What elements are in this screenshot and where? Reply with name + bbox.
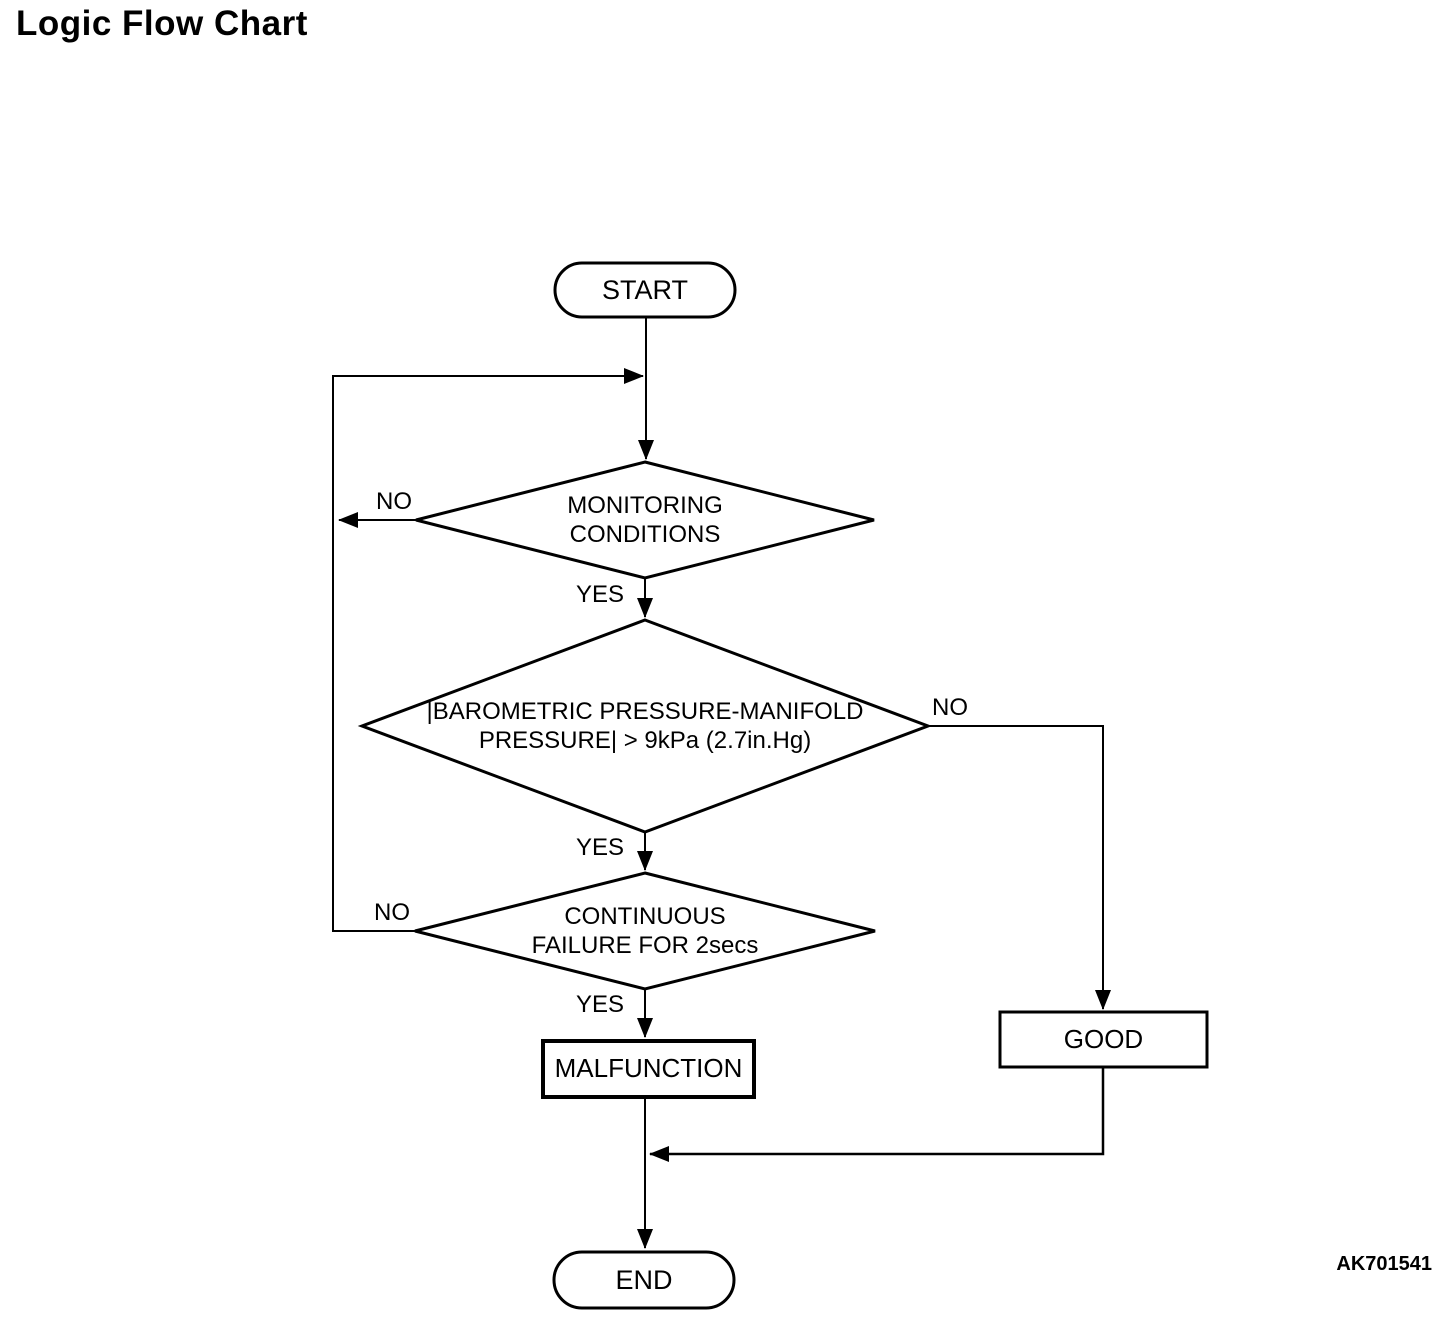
page-title: Logic Flow Chart — [16, 4, 308, 43]
terminator-start-shape — [553, 261, 737, 319]
edge-loop-back — [332, 368, 644, 932]
continuous-no-label: NO — [374, 899, 410, 926]
continuous-failure-label: CONTINUOUS FAILURE FOR 2secs — [415, 873, 875, 989]
process-malfunction-box — [541, 1039, 756, 1099]
barometric-pressure-label: |BAROMETRIC PRESSURE-MANIFOLD PRESSURE| … — [362, 620, 928, 832]
edge-barometric-no — [928, 725, 1111, 1010]
figure-code: AK701541 — [1336, 1253, 1432, 1275]
monitoring-conditions-line1: MONITORING — [567, 491, 723, 519]
continuous-failure-line1: CONTINUOUS — [564, 902, 726, 930]
monitoring-conditions-line2: CONDITIONS — [569, 521, 721, 548]
terminator-end-shape — [552, 1250, 736, 1310]
edge-good-to-main — [649, 1067, 1105, 1162]
process-good-box — [998, 1010, 1209, 1069]
continuous-yes-label: YES — [575, 991, 625, 1018]
end-label: END — [615, 1264, 673, 1295]
good-label: GOOD — [1063, 1023, 1144, 1054]
barometric-no-label: NO — [932, 694, 968, 721]
barometric-pressure-line1: |BAROMETRIC PRESSURE-MANIFOLD — [426, 697, 864, 725]
monitoring-no-label: NO — [376, 488, 412, 515]
start-label: START — [601, 274, 688, 305]
continuous-failure-line2: FAILURE FOR 2secs — [531, 932, 759, 959]
monitoring-conditions-label: MONITORING CONDITIONS — [416, 462, 874, 578]
malfunction-label: MALFUNCTION — [554, 1053, 743, 1084]
barometric-yes-label: YES — [575, 834, 625, 861]
monitoring-yes-label: YES — [575, 581, 625, 608]
barometric-pressure-line2: PRESSURE| > 9kPa (2.7in.Hg) — [478, 727, 812, 754]
